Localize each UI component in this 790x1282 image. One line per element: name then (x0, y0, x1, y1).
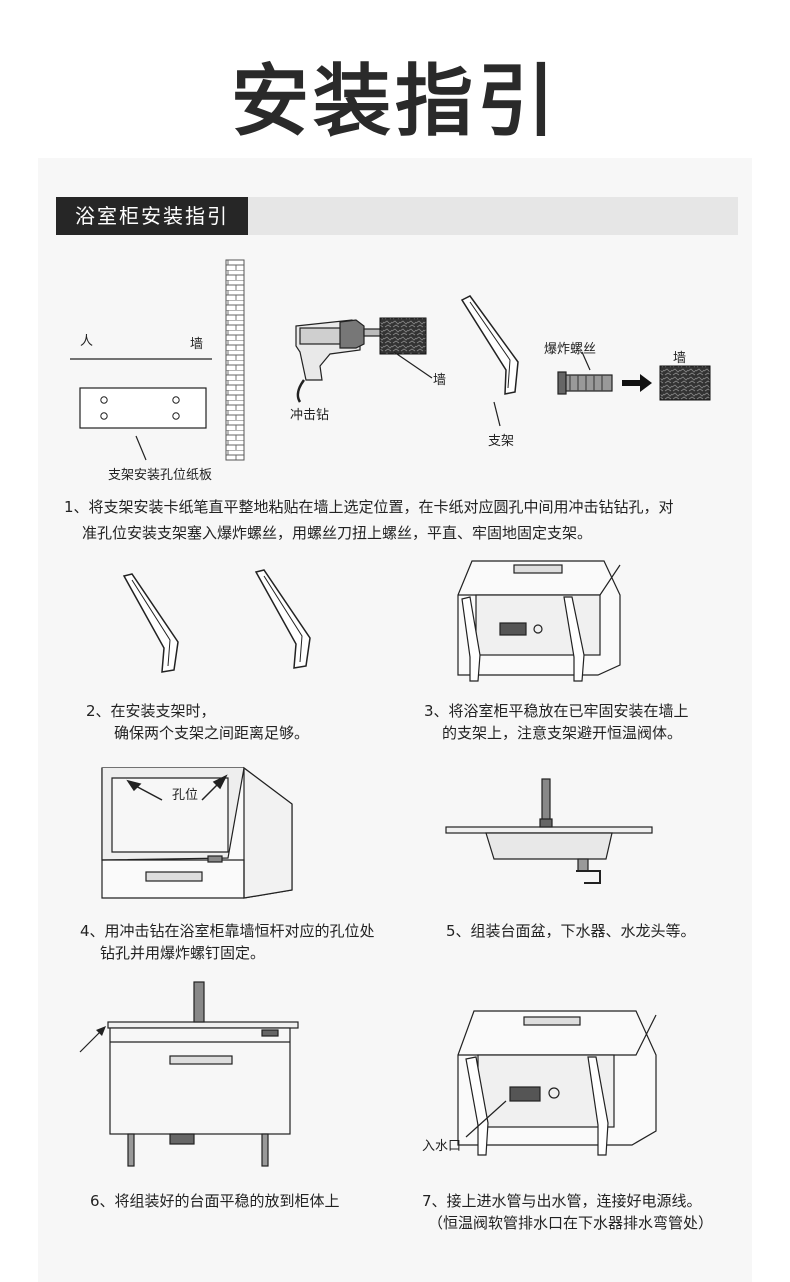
step-3-line-1: 3、将浴室柜平稳放在已牢固安装在墙上 (424, 702, 689, 720)
figure-5-basin (445, 778, 653, 884)
page-title: 安装指引 (230, 57, 559, 147)
bolt-label: 爆炸螺丝 (544, 342, 597, 357)
arrow-icon (622, 374, 652, 392)
step-2-line-1: 2、在安装支架时， (86, 702, 216, 720)
figure-6-countertop (79, 981, 299, 1167)
template-label: 支架安装孔位纸板 (108, 468, 213, 483)
bolt-wall-block (659, 365, 711, 401)
expansion-bolt (557, 351, 613, 395)
step-4-line-1: 4、用冲击钻在浴室柜靠墙恒杆对应的孔位处 (80, 922, 375, 940)
inlet-label: 入水口 (422, 1139, 462, 1154)
drill-wall-label: 墙 (433, 373, 447, 388)
impact-drill (295, 319, 391, 403)
hole-label: 孔位 (172, 788, 199, 803)
brick-wall (225, 259, 245, 461)
bolt-wall-label: 墙 (673, 351, 687, 366)
figure-3-cabinet-on-brackets (457, 560, 621, 682)
drill-label: 冲击钻 (290, 408, 330, 423)
figure-7-inlet (457, 1010, 657, 1156)
step-2-line-2: 确保两个支架之间距离足够。 (114, 724, 310, 742)
step-1-line-2: 准孔位安装支架塞入爆炸螺丝，用螺丝刀扭上螺丝，平直、牢固地固定支架。 (82, 524, 593, 542)
step-5-line-1: 5、组装台面盆，下水器、水龙头等。 (446, 922, 696, 940)
wall-label: 墙 (190, 337, 204, 352)
step-7-line-2: （恒温阀软管排水口在下水器排水弯管处） (428, 1214, 714, 1232)
step-7-line-1: 7、接上进水管与出水管，连接好电源线。 (422, 1192, 702, 1210)
section-title: 浴室柜安装指引 (56, 197, 248, 235)
bracket-label: 支架 (488, 434, 515, 449)
step-3-line-2: 的支架上，注意支架避开恒温阀体。 (442, 724, 683, 742)
step-4-line-2: 钻孔并用爆炸螺钉固定。 (100, 944, 266, 962)
figure-2-brackets (122, 569, 311, 673)
step-1-line-1: 1、将支架安装卡纸笔直平整地粘贴在墙上选定位置，在卡纸对应圆孔中间用冲击钻钻孔，… (64, 498, 674, 516)
bracket-shape (460, 295, 519, 395)
drill-wall-block (379, 317, 427, 355)
person-label: 人 (80, 334, 94, 349)
figure-4-cabinet-holes (101, 766, 293, 899)
figure-1-illustration (70, 259, 711, 461)
step-6-line-1: 6、将组装好的台面平稳的放到柜体上 (90, 1192, 340, 1210)
template-board (79, 387, 207, 429)
